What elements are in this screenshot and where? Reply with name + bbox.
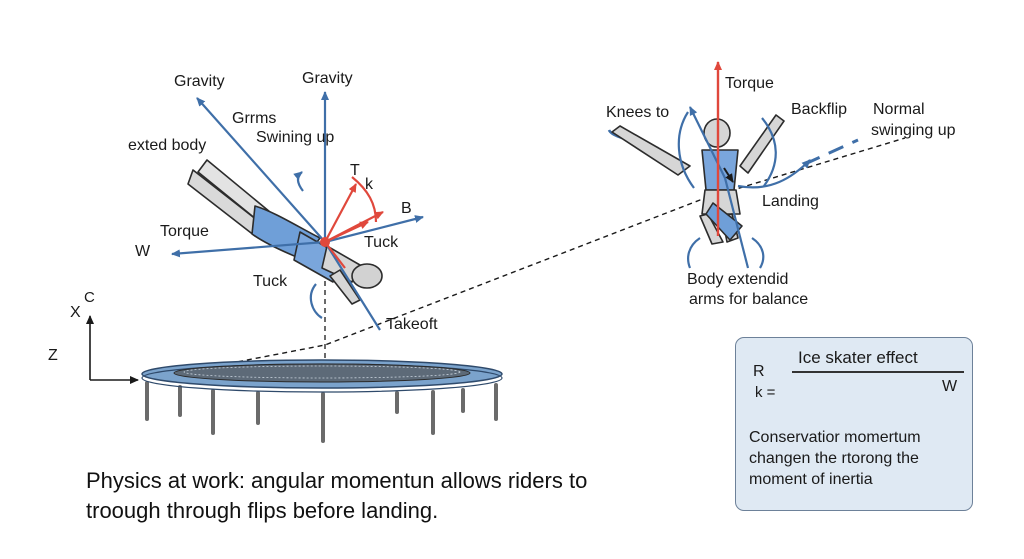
jumper-tuck: [607, 114, 785, 245]
label-axis-z: Z: [48, 347, 58, 364]
label-swinging-up: swinging up: [871, 122, 956, 139]
ice-box-desc-line-2: changen the rtorong the: [749, 450, 919, 467]
label-tuck-right: Tuck: [364, 234, 399, 251]
ice-box-k-label: k =: [755, 384, 776, 401]
label-takeoft: Takeoft: [386, 316, 438, 333]
pivot-point: [320, 237, 330, 247]
label-t: T: [350, 162, 360, 179]
trampoline: [141, 359, 503, 443]
label-grrms: Grrms: [232, 110, 277, 127]
label-exted-body: exted body: [128, 137, 207, 154]
label-b: B: [401, 200, 412, 217]
ice-box-description: Conservatior momertum changen the rtoron…: [749, 427, 969, 490]
label-swining-up: Swining up: [256, 129, 335, 146]
label-landing: Landing: [762, 193, 819, 210]
caption: Physics at work: angular momentun allows…: [86, 466, 726, 526]
label-arms-for-balance: arms for balance: [689, 291, 809, 308]
label-knees-to: Knees to: [606, 104, 670, 121]
left-red-vectors: [324, 176, 384, 269]
ice-box-w-label: W: [942, 378, 958, 395]
label-tuck-left: Tuck: [253, 273, 288, 290]
label-axis-x: X: [70, 304, 81, 321]
left-blue-vectors: [171, 91, 424, 331]
label-body-extendid: Body extendid: [687, 271, 789, 288]
ice-box-desc-line-1: Conservatior momertum: [749, 429, 921, 446]
ice-box-desc-line-3: moment of inertia: [749, 471, 873, 488]
label-torque-left: Torque: [160, 223, 209, 240]
label-w-left: W: [135, 243, 151, 260]
trajectory-dashed-line: [184, 137, 906, 373]
caption-line-1: Physics at work: angular momentun allows…: [86, 468, 588, 493]
trajectory-blue-dash: [804, 138, 859, 166]
right-blue-vectors: [677, 106, 811, 269]
label-normal: Normal: [873, 101, 925, 118]
label-gravity-left: Gravity: [174, 73, 225, 90]
label-backflip: Backflip: [791, 101, 848, 118]
coordinate-axes: [86, 315, 139, 384]
label-k: k: [365, 176, 373, 193]
label-gravity-top: Gravity: [302, 70, 353, 87]
jumper-extended: [187, 159, 383, 305]
ice-box-title-rule: [792, 371, 964, 373]
label-torque-top: Torque: [725, 75, 774, 92]
caption-line-2: troough through flips before landing.: [86, 498, 439, 523]
ice-skater-box: Ice skater effect R k = W Conservatior m…: [735, 337, 973, 511]
ice-box-r-label: R: [753, 363, 765, 380]
label-axis-c: C: [84, 289, 95, 306]
center-mass-arrow: [723, 167, 734, 183]
trampoline-legs: [145, 381, 498, 443]
ice-box-title: Ice skater effect: [798, 348, 918, 367]
